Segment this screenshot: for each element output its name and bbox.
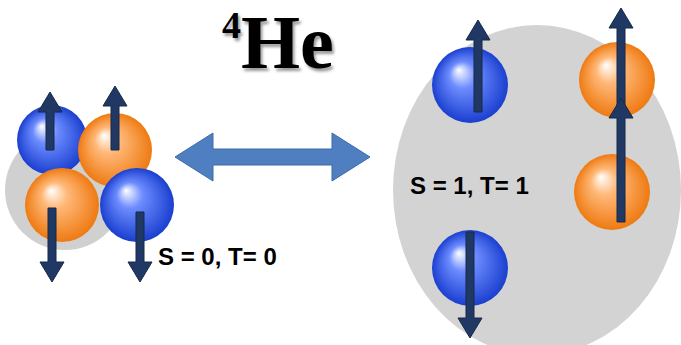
spin-arrow bbox=[458, 232, 482, 338]
spin-arrow bbox=[466, 20, 490, 112]
nucleus-outline bbox=[5, 130, 125, 250]
node-outline bbox=[5, 100, 180, 285]
spin-arrow bbox=[609, 98, 633, 222]
spin-arrow bbox=[128, 212, 152, 282]
spin-arrow bbox=[38, 92, 62, 150]
proton bbox=[579, 42, 655, 118]
bound-state-cluster: S = 0, T= 0 bbox=[5, 100, 180, 285]
spin-arrow bbox=[103, 86, 127, 150]
neutron bbox=[100, 168, 174, 242]
spin-arrow bbox=[40, 208, 64, 282]
proton bbox=[25, 168, 99, 242]
unbound-state-cloud: S = 1, T= 1 bbox=[392, 25, 681, 345]
quantum-numbers: S = 1, T= 1 bbox=[410, 172, 529, 200]
nucleus-outline bbox=[393, 25, 681, 345]
neutron bbox=[17, 105, 87, 175]
spin-arrow bbox=[609, 8, 633, 105]
transition-arrow bbox=[175, 133, 370, 181]
title-heading: 4He bbox=[222, 4, 334, 80]
proton bbox=[78, 113, 152, 187]
neutron bbox=[432, 230, 508, 306]
proton bbox=[574, 154, 650, 230]
neutron bbox=[432, 47, 508, 123]
quantum-numbers: S = 0, T= 0 bbox=[158, 243, 277, 271]
